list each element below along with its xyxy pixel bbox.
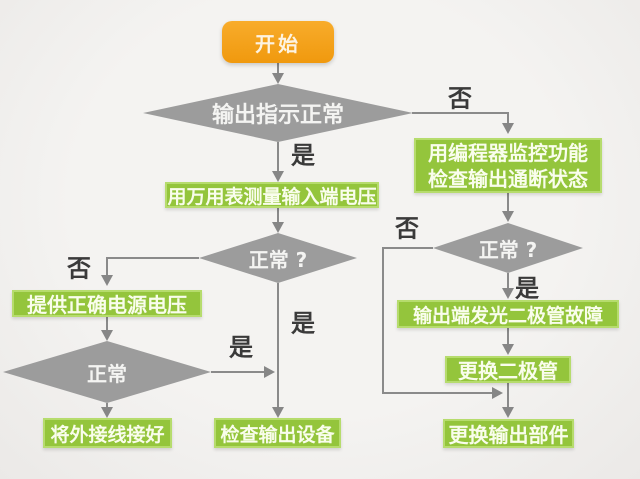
edge-no-to-provide-voltage [101,257,199,286]
edge-label-no-right: 否 [395,214,419,243]
node-output-led-fault: 输出端发光二极管故障 [397,300,619,328]
edge-provide-to-voltage-normal [101,317,113,341]
edge-start-to-output-indicator [272,62,284,84]
edge-monitor-to-output-normal [502,193,514,222]
node-monitor-output-state: 用编程器监控功能 检查输出通断状态 [414,138,602,193]
edge-yes-to-measure-input [272,142,284,182]
node-start: 开始 [222,21,334,63]
node-connect-external-wiring: 将外接线接好 [43,418,172,448]
node-check-output-device: 检查输出设备 [214,418,341,448]
edge-label-yes-mid: 是 [291,309,315,338]
edge-label-yes-top: 是 [291,141,315,170]
edge-label-no-top: 否 [448,84,472,113]
edge-measure-to-input-normal [272,208,284,233]
edge-label-no-left: 否 [67,254,91,283]
edge-replace-diode-to-replace-part [502,383,514,418]
node-replace-output-part: 更换输出部件 [443,419,574,448]
node-replace-diode: 更换二极管 [445,356,571,383]
edge-voltage-normal-to-connect-wiring [101,403,113,418]
edge-no-to-monitor [412,112,514,134]
edge-input-normal-yes-to-check-output [272,283,284,418]
node-measure-input-voltage: 用万用表测量输入端电压 [165,182,379,208]
node-provide-correct-voltage: 提供正确电源电压 [12,290,202,317]
edge-output-normal-yes-to-led-fault [502,273,514,299]
edge-label-yes-left: 是 [229,333,253,362]
edge-output-normal-no-bypass [382,247,503,399]
edge-voltage-normal-yes-join [211,366,275,378]
edge-led-fault-to-replace-diode [502,328,514,355]
edge-label-yes-right: 是 [515,274,539,303]
